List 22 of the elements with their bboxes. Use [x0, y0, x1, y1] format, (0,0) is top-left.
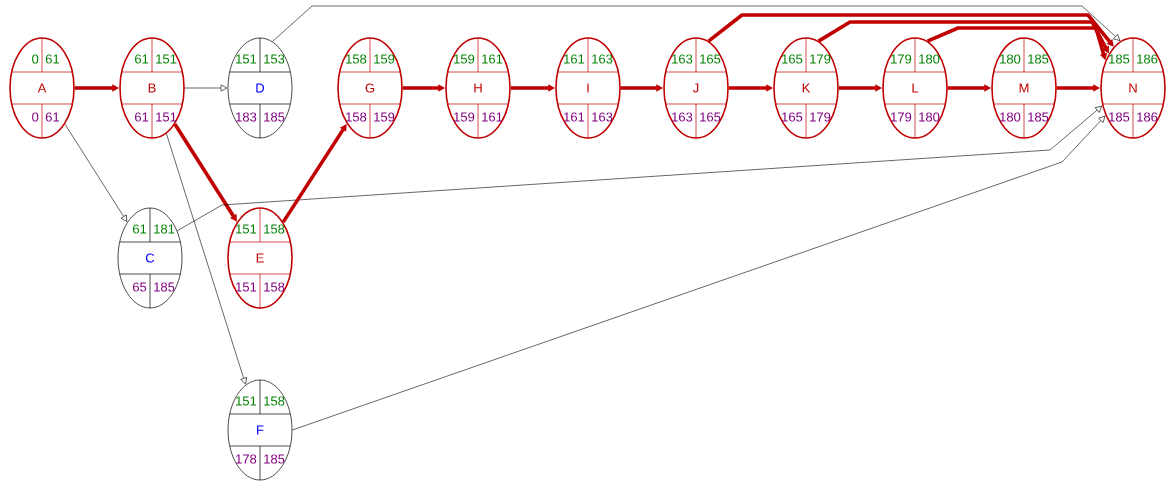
network-node: I 161 163 161 163 [555, 37, 621, 139]
network-node: F 151 158 178 185 [227, 379, 293, 481]
arrow [64, 123, 128, 222]
arrow [281, 124, 347, 224]
network-node: L 179 180 179 180 [882, 37, 948, 139]
network-node: C 61 181 65 185 [117, 207, 183, 309]
arrow [184, 84, 228, 92]
network-node: A 0 61 0 61 [9, 37, 75, 139]
network-node: J 163 165 163 165 [663, 37, 729, 139]
network-node: D 151 153 183 185 [227, 37, 293, 139]
network-node: B 61 151 61 151 [119, 37, 185, 139]
arrow [176, 105, 1103, 232]
network-node: M 180 185 180 185 [991, 37, 1057, 139]
arrow [166, 133, 247, 385]
arrow [292, 115, 1106, 431]
network-node: N 185 186 185 186 [1100, 37, 1166, 139]
network-node: H 159 161 159 161 [445, 37, 511, 139]
network-node: G 158 159 158 159 [337, 37, 403, 139]
network-node: K 165 179 165 179 [773, 37, 839, 139]
arrow [707, 13, 1114, 47]
network-node: E 151 158 151 158 [227, 207, 293, 309]
arrow [272, 5, 1121, 42]
